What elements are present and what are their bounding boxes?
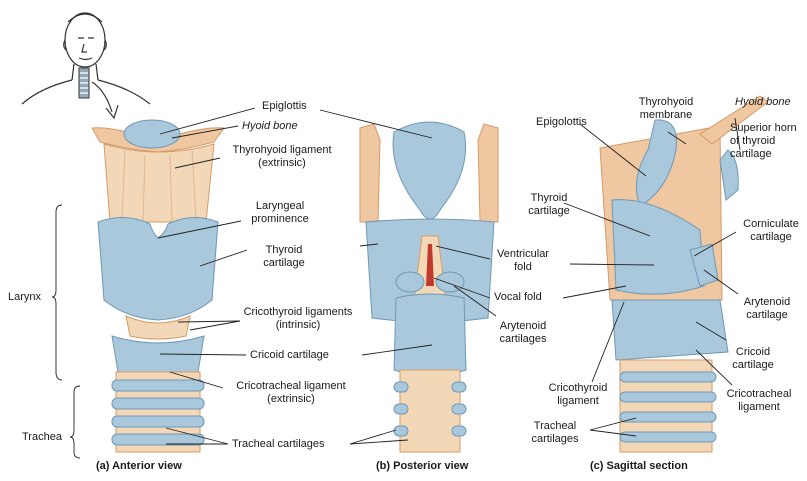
- anterior-larynx-drawing: [92, 120, 224, 452]
- label-arytenoid-cartilages: Arytenoid cartilages: [486, 320, 560, 346]
- label-thyrohyoid-membrane: Thyrohyoid membrane: [626, 96, 706, 122]
- label-cricoid-cartilage-a: Cricoid cartilage: [250, 349, 329, 362]
- label-hyoid-bone: Hyoid bone: [242, 120, 298, 133]
- label-cricothyroid-ligaments: Cricothyroid ligaments (intrinsic): [230, 306, 366, 332]
- label-superior-horn: Superior horn of thyroid cartilage: [730, 122, 806, 161]
- label-tracheal-cartilages-c: Tracheal cartilages: [520, 420, 590, 446]
- label-vocal-fold: Vocal fold: [494, 291, 542, 304]
- label-tracheal-cartilages-a: Tracheal cartilages: [232, 438, 325, 451]
- label-arytenoid-cartilage-c: Arytenoid cartilage: [732, 296, 802, 322]
- head-orientation-icon: [22, 13, 150, 118]
- label-hyoid-bone-c: Hyoid bone: [735, 96, 791, 109]
- label-cricothyroid-ligament-c: Cricothyroid ligament: [536, 382, 620, 408]
- label-epigolottis: Epigolottis: [536, 116, 587, 129]
- label-corniculate-cartilage: Corniculate cartilage: [736, 218, 806, 244]
- caption-anterior-view: (a) Anterior view: [96, 460, 182, 472]
- label-cricoid-cartilage-c: Cricoid cartilage: [718, 346, 788, 372]
- label-cricotracheal-ligament-c: Cricotracheal ligament: [716, 388, 802, 414]
- posterior-larynx-drawing: [360, 122, 498, 452]
- label-ventricular-fold: Ventricular fold: [488, 248, 558, 274]
- label-thyroid-cartilage-a: Thyroid cartilage: [252, 244, 316, 270]
- label-thyrohyoid-ligament: Thyrohyoid ligament (extrinsic): [218, 144, 346, 170]
- label-epiglottis: Epiglottis: [262, 100, 307, 113]
- label-cricotracheal-ligament-a: Cricotracheal ligament (extrinsic): [226, 380, 356, 406]
- caption-posterior-view: (b) Posterior view: [376, 460, 468, 472]
- label-larynx: Larynx: [8, 291, 41, 304]
- label-trachea: Trachea: [22, 431, 62, 444]
- label-thyroid-cartilage-c: Thyroid cartilage: [516, 192, 582, 218]
- caption-sagittal-section: (c) Sagittal section: [590, 460, 688, 472]
- label-laryngeal-prominence: Laryngeal prominence: [240, 200, 320, 226]
